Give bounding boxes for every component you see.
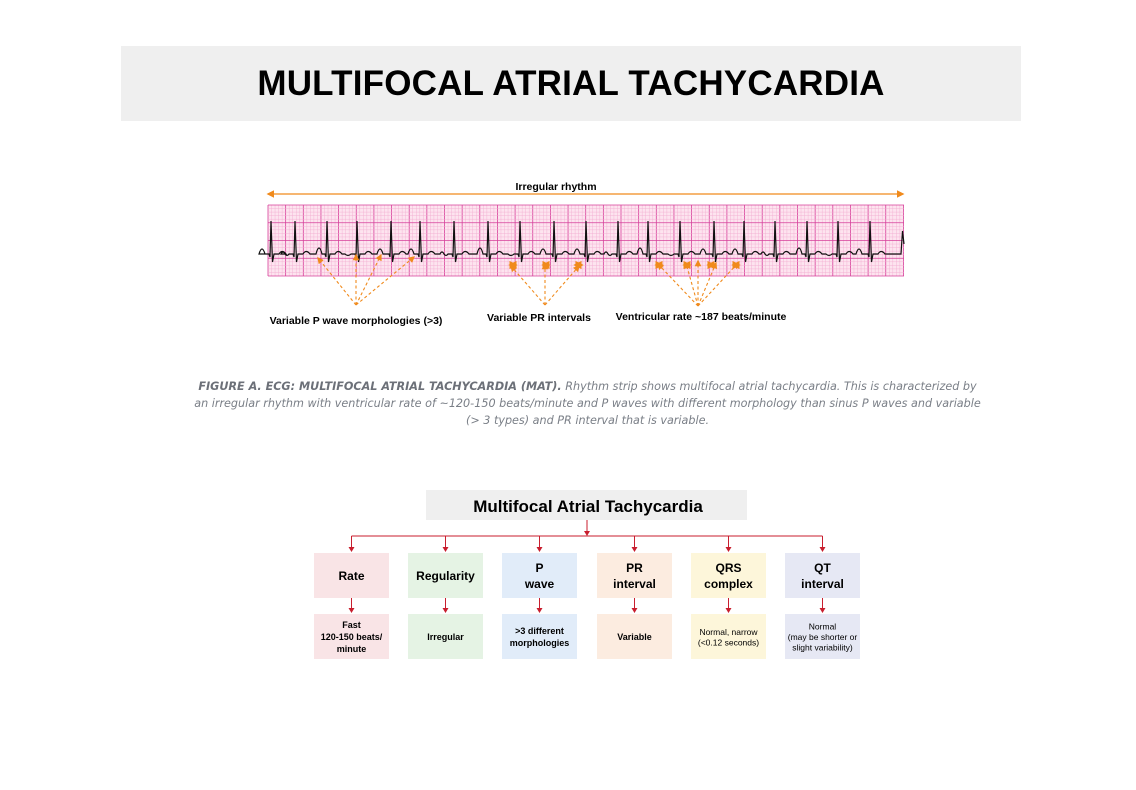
flowchart-value-box <box>314 614 389 659</box>
annotation-p-wave: Variable P wave morphologies (>3) <box>270 315 443 327</box>
caption-text: Rhythm strip shows multifocal atrial tac… <box>194 380 981 427</box>
flowchart-title: Multifocal Atrial Tachycardia <box>473 497 703 516</box>
caption-lead: FIGURE A. ECG: MULTIFOCAL ATRIAL TACHYCA… <box>198 380 562 393</box>
ecg-trace <box>258 220 905 263</box>
ventricular-rate-pointer <box>697 261 718 307</box>
flowchart-title-box <box>426 490 747 520</box>
ecg-rhythm-strip: Irregular rhythm Variable P wave morphol… <box>258 181 905 327</box>
page-title: MULTIFOCAL ATRIAL TACHYCARDIA <box>257 63 885 103</box>
flowchart-value-box <box>597 614 672 659</box>
flowchart-link-arrow <box>442 608 449 613</box>
flowchart-trunk-arrow <box>584 531 590 536</box>
flowchart-link-arrow <box>819 608 826 613</box>
flowchart-value-box <box>785 614 860 659</box>
flowchart-header-text: PR <box>626 561 643 575</box>
rhythm-label: Irregular rhythm <box>515 181 596 193</box>
flowchart-header-box <box>408 553 483 598</box>
figure-caption: FIGURE A. ECG: MULTIFOCAL ATRIAL TACHYCA… <box>190 378 985 429</box>
flowchart-drop-arrow <box>442 547 449 552</box>
annotation-ventricular-rate: Ventricular rate ~187 beats/minute <box>616 311 787 323</box>
flowchart-header-text: P <box>535 561 543 575</box>
flowchart-value-text: (may be shorter or <box>788 632 858 642</box>
annotation-pr-interval: Variable PR intervals <box>487 312 591 324</box>
flowchart-header-text: Regularity <box>416 569 475 583</box>
flowchart-header-box <box>785 553 860 598</box>
p-wave-pointer <box>355 256 416 306</box>
flowchart-value-text: (<0.12 seconds) <box>698 637 759 647</box>
flowchart-value-text: Irregular <box>427 632 464 642</box>
flowchart-value-box <box>502 614 577 659</box>
flowchart-header-text: complex <box>704 577 753 591</box>
flowchart-drop-arrow <box>631 547 638 552</box>
flowchart-header-text: interval <box>801 577 844 591</box>
flowchart-value-box <box>691 614 766 659</box>
flowchart-header-box <box>597 553 672 598</box>
flowchart-drop-arrow <box>819 547 826 552</box>
flowchart-value-text: 120-150 beats/ <box>321 632 383 642</box>
flowchart-value-text: Normal <box>809 622 837 632</box>
flowchart-value-text: morphologies <box>510 638 570 648</box>
flowchart-link-arrow <box>725 608 732 613</box>
p-wave-pointer <box>355 253 382 306</box>
ventricular-rate-pointer <box>657 263 699 307</box>
flowchart-header-text: QRS <box>715 561 741 575</box>
p-wave-pointer <box>317 256 357 306</box>
flowchart-header-text: QT <box>814 561 831 575</box>
flowchart-value-text: minute <box>337 644 367 654</box>
ecg-grid <box>267 204 904 277</box>
flowchart-header-box <box>502 553 577 598</box>
flowchart-header-box <box>314 553 389 598</box>
flowchart-value-text: >3 different <box>515 626 564 636</box>
ventricular-rate-pointer <box>697 262 739 307</box>
flowchart-header-box <box>691 553 766 598</box>
flowchart-value-text: Fast <box>342 620 361 630</box>
flowchart-link-arrow <box>631 608 638 613</box>
ventricular-rate-pointer <box>684 261 699 307</box>
annotation-arrows <box>317 253 741 307</box>
flowchart-header-text: Rate <box>338 569 364 583</box>
flowchart-drop-arrow <box>536 547 543 552</box>
flowchart-link-arrow <box>348 608 355 613</box>
flowchart-value-text: Normal, narrow <box>699 627 758 637</box>
flowchart-link-arrow <box>536 608 543 613</box>
flowchart-value-box <box>408 614 483 659</box>
title-banner: MULTIFOCAL ATRIAL TACHYCARDIA <box>121 46 1021 121</box>
flowchart-value-text: Variable <box>617 632 652 642</box>
flowchart-header-text: interval <box>613 577 656 591</box>
flowchart-value-text: slight variability) <box>792 643 853 653</box>
flowchart-drop-arrow <box>725 547 732 552</box>
flowchart-header-text: wave <box>524 577 555 591</box>
flowchart-drop-arrow <box>348 547 355 552</box>
